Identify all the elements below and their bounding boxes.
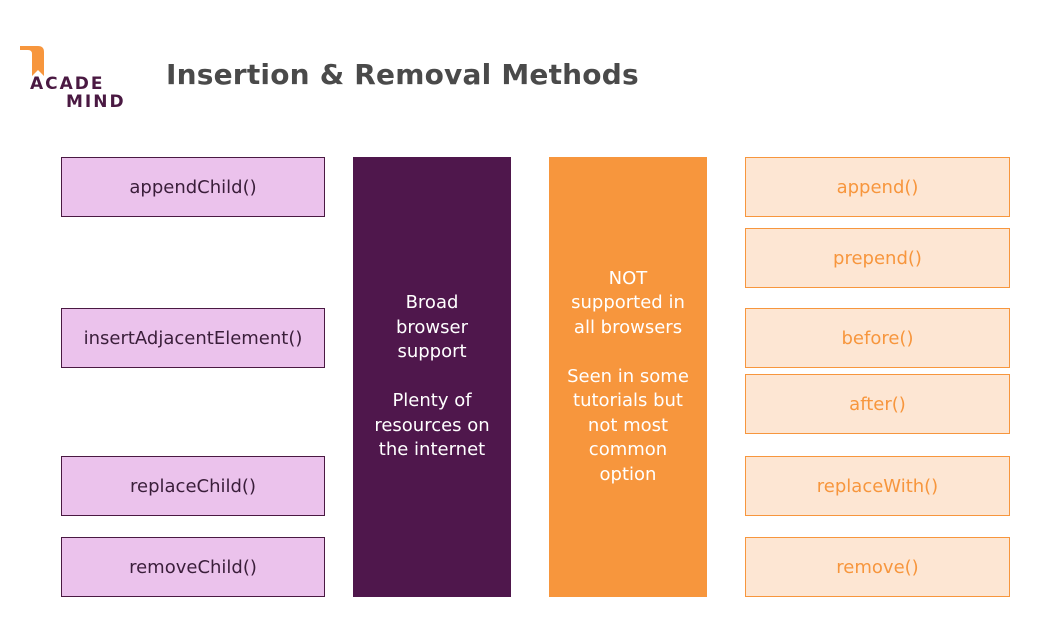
method-append-child: appendChild() [61, 157, 325, 217]
broad-support-panel: Broad browser support Plenty of resource… [353, 157, 511, 597]
method-insert-adjacent-element: insertAdjacentElement() [61, 308, 325, 368]
method-replace-with: replaceWith() [745, 456, 1010, 516]
method-prepend: prepend() [745, 228, 1010, 288]
logo-text-line1: ACADE [30, 74, 105, 94]
method-append: append() [745, 157, 1010, 217]
page-title: Insertion & Removal Methods [166, 58, 639, 91]
method-replace-child: replaceChild() [61, 456, 325, 516]
method-remove: remove() [745, 537, 1010, 597]
not-supported-text: NOT supported in all browsers Seen in so… [567, 267, 689, 485]
method-remove-child: removeChild() [61, 537, 325, 597]
broad-support-text: Broad browser support Plenty of resource… [374, 292, 490, 461]
academind-logo: ACADE MIND [16, 44, 136, 114]
logo-text-line2: MIND [66, 92, 126, 112]
not-supported-panel: NOT supported in all browsers Seen in so… [549, 157, 707, 597]
method-after: after() [745, 374, 1010, 434]
method-before: before() [745, 308, 1010, 368]
logo-flag-icon [20, 46, 44, 76]
